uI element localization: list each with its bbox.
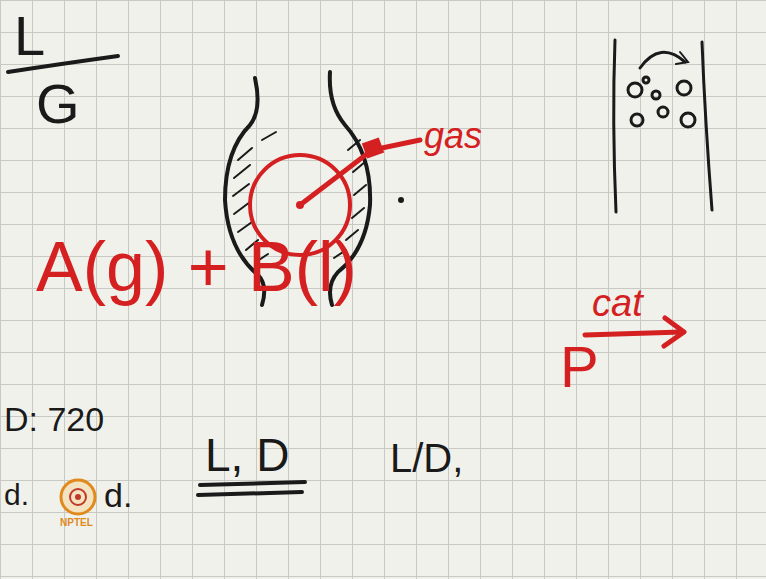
gas-label: gas [424, 118, 482, 154]
ratio-note: L/D, [390, 438, 463, 478]
column-sketch [614, 40, 712, 212]
reaction-equation: A(g) + B(l) [36, 232, 357, 302]
fraction-denominator: G [36, 76, 80, 132]
gas-leader [300, 140, 420, 205]
arrow-head [664, 318, 684, 346]
ratio-variables: L, D [205, 432, 289, 478]
catalyst-label: cat [592, 284, 643, 322]
reaction-arrow [585, 332, 682, 335]
dot [398, 197, 404, 203]
handwritten-note: d. [4, 480, 29, 510]
fraction-numerator: L [14, 8, 45, 64]
leader-mark [362, 137, 384, 158]
underline [198, 492, 302, 495]
product-label: P [560, 338, 599, 396]
underline [200, 482, 305, 485]
handwritten-note: d. [104, 478, 132, 512]
dimension-note: D: 720 [4, 402, 104, 436]
nptel-logo [61, 480, 95, 514]
logo-text: NPTEL [60, 518, 93, 528]
